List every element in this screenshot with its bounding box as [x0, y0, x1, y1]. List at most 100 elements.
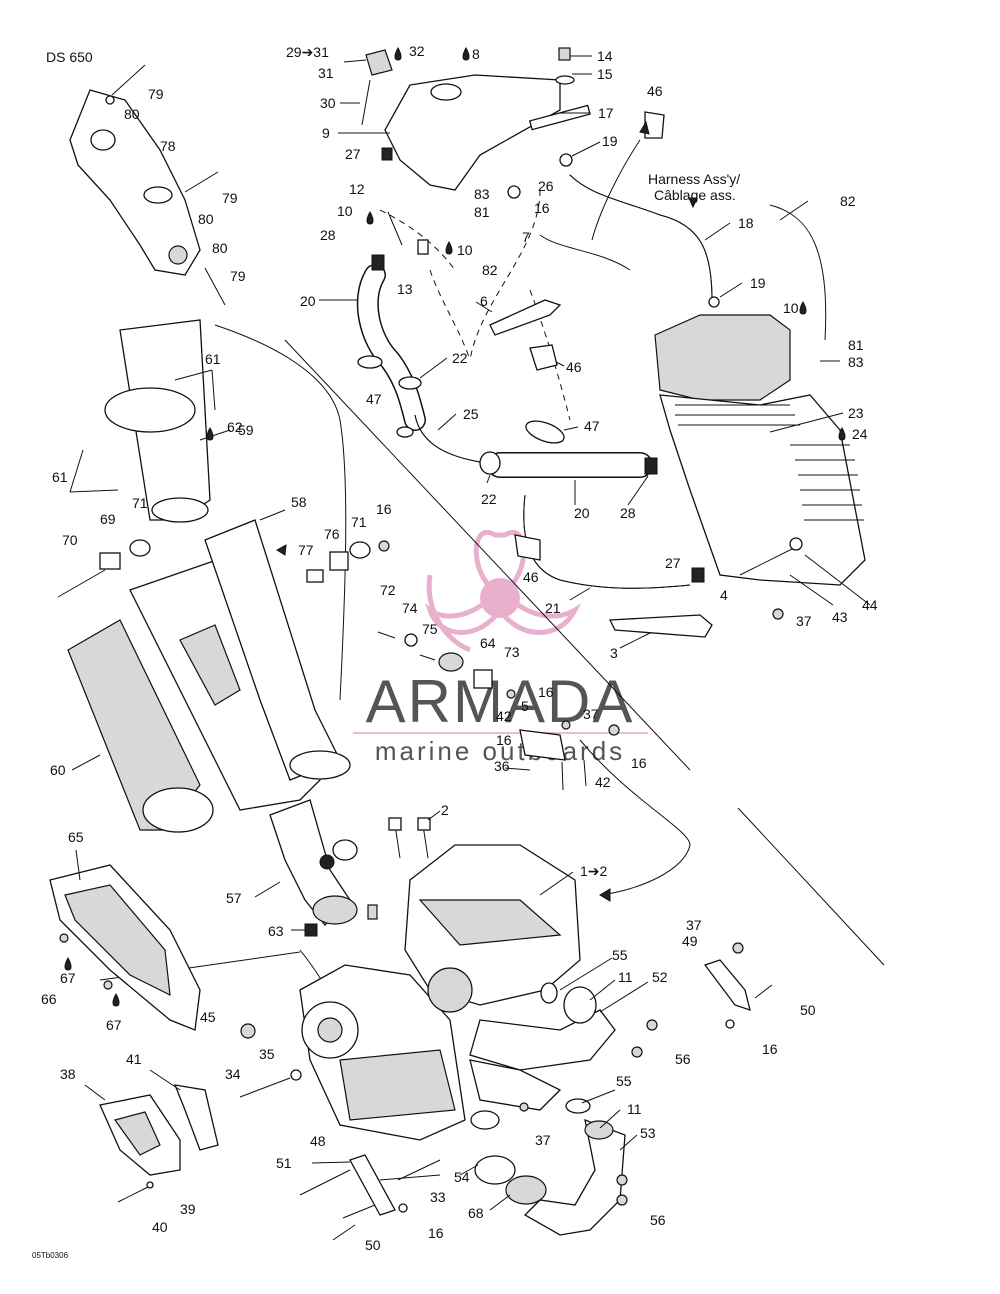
clip-46-b	[514, 534, 541, 561]
callout: 2	[441, 802, 449, 818]
callout: 20	[300, 293, 316, 309]
pipe-end	[470, 1110, 500, 1130]
leader-11-b	[599, 1109, 621, 1129]
oil-tank-body	[384, 74, 561, 191]
bolt-79-a	[111, 64, 146, 96]
leader-1-2	[539, 871, 574, 896]
guide-line-arrow-1	[579, 739, 691, 896]
callout: 27	[345, 146, 361, 162]
heat-shield-65	[49, 864, 201, 1031]
callout: 6	[480, 293, 488, 309]
bracket-48-body	[349, 1154, 396, 1216]
leader-52	[599, 981, 649, 1013]
callout: 52	[652, 969, 668, 985]
callout: 16	[538, 684, 554, 700]
callout: 35	[259, 1046, 275, 1062]
bolt-33	[397, 1159, 441, 1181]
callout: 79	[222, 190, 238, 206]
bracket-75-plate	[438, 652, 464, 672]
callout: 46	[647, 83, 663, 99]
callout: 10	[337, 203, 353, 219]
callout: 18	[738, 215, 754, 231]
callout: 39	[180, 1201, 196, 1217]
guide-line-muffler	[214, 324, 347, 701]
callout: 40	[152, 1219, 168, 1235]
fitting-13	[417, 239, 429, 255]
leader-23	[769, 412, 844, 433]
callout: 31	[318, 65, 334, 81]
leader-47	[563, 426, 579, 431]
leader-44	[804, 554, 871, 606]
leader-60	[71, 754, 101, 771]
leader-61-c	[69, 489, 119, 493]
filler-cap-31	[365, 49, 393, 76]
callout: 29➔31	[286, 44, 329, 60]
callout: 47	[366, 391, 382, 407]
oil-drop-icon	[394, 46, 402, 61]
leader-6	[475, 301, 493, 313]
bracket-hole-2	[168, 245, 188, 265]
callout: 37	[535, 1132, 551, 1148]
washer-16-right	[725, 1019, 735, 1029]
clip-46-a	[529, 344, 558, 371]
leader-18	[704, 222, 731, 241]
model-heading: DS 650	[46, 49, 93, 65]
bolt-79-b	[184, 171, 219, 193]
callout-leaders	[69, 55, 871, 1241]
callout: 4	[720, 587, 728, 603]
leader-46	[555, 361, 565, 367]
spring-63-b	[367, 904, 378, 920]
harness-label-fr: Câblage ass.	[654, 187, 736, 203]
callout: 81	[848, 337, 864, 353]
flywheel-hub	[317, 1017, 343, 1043]
starter-gear	[427, 967, 473, 1013]
callout: 16	[496, 732, 512, 748]
bolt-51	[299, 1169, 351, 1196]
bracket-5	[519, 729, 566, 761]
washer-15	[555, 75, 575, 85]
callout: 80	[124, 106, 140, 122]
callout: 15	[597, 66, 613, 82]
callout: 34	[225, 1066, 241, 1082]
callout: 45	[200, 1009, 216, 1025]
sleeve-52	[563, 986, 597, 1024]
bolt-50-right	[754, 984, 773, 999]
washer-80-a	[105, 95, 115, 105]
callout: 65	[68, 829, 84, 845]
callout: 66	[41, 991, 57, 1007]
oil-drop-icon	[366, 210, 374, 225]
nut-37-mid	[608, 724, 620, 736]
oil-tank-9	[361, 47, 591, 191]
callout: 8	[472, 46, 480, 62]
callout: 41	[126, 1051, 142, 1067]
callout: 55	[612, 947, 628, 963]
leader-48-b	[311, 1161, 351, 1164]
gasket-47-c	[525, 420, 565, 444]
callout: 50	[365, 1237, 381, 1253]
grommet-76	[329, 551, 349, 571]
watermark-brand: ARMADA	[366, 668, 635, 735]
leader-54	[459, 1164, 479, 1176]
callout: 82	[840, 193, 856, 209]
bracket-48	[239, 1023, 529, 1219]
nut-63	[304, 923, 318, 937]
leader-25	[437, 413, 457, 431]
muffler-mount-plate	[179, 624, 241, 706]
callout: 71	[132, 495, 148, 511]
clamp-28-a	[371, 254, 385, 271]
bracket-78	[69, 64, 226, 306]
leader-48	[332, 1224, 356, 1241]
callout: 46	[523, 569, 539, 585]
callout-labels: 29➔31 31 32 8 14 15 46 30 17 9 19 27 83 …	[41, 43, 878, 1253]
cable-21-inner	[523, 494, 691, 589]
leader-38	[84, 1084, 106, 1101]
nut-56-b	[631, 1046, 643, 1058]
callout: 83	[474, 186, 490, 202]
washer-71-a	[129, 539, 151, 557]
callout: 79	[148, 86, 164, 102]
bolt-70	[57, 569, 106, 598]
leader-61-b	[211, 369, 216, 411]
leader-22-b	[486, 474, 491, 484]
hose-20-upper-inner	[358, 265, 425, 430]
callout: 69	[100, 511, 116, 527]
